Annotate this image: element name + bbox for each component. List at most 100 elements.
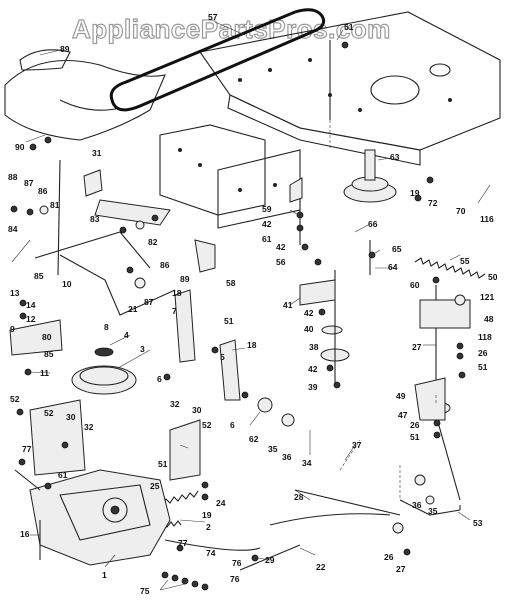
callout: 1: [102, 570, 107, 580]
transaxle: [14, 458, 171, 566]
engine-pulley: [343, 149, 397, 203]
callout: 83: [90, 214, 100, 224]
callout: 22: [316, 562, 326, 572]
callout: 42: [308, 364, 318, 374]
callout: 40: [304, 324, 314, 334]
callout: 118: [478, 332, 492, 342]
callout: 81: [50, 200, 60, 210]
callout: 35: [268, 444, 278, 454]
callout: 70: [456, 206, 466, 216]
callout: 75: [140, 586, 150, 596]
brackets: [9, 169, 471, 481]
callout: 76: [230, 574, 240, 584]
callout: 74: [206, 548, 216, 558]
callout: 38: [309, 342, 319, 352]
callout: 59: [262, 204, 272, 214]
callout: 29: [265, 555, 275, 565]
callout: 18: [247, 340, 257, 350]
callout: 42: [276, 242, 286, 252]
drive-belt: [109, 8, 326, 112]
callout: 12: [26, 314, 36, 324]
callout: 26: [410, 420, 420, 430]
callout: 82: [148, 237, 158, 247]
callout: 65: [392, 244, 402, 254]
callout: 13: [10, 288, 20, 298]
callout: 32: [84, 422, 94, 432]
callout: 37: [352, 440, 362, 450]
callout: 21: [128, 304, 138, 314]
callout: 42: [304, 308, 314, 318]
callout: 51: [224, 316, 234, 326]
callout: 85: [44, 349, 54, 359]
callout: 51: [158, 459, 168, 469]
callout: 61: [262, 234, 272, 244]
callout: 8: [104, 322, 109, 332]
callout: 16: [20, 529, 30, 539]
spring-25: [161, 490, 199, 506]
callout: 11: [40, 368, 49, 378]
callout: 25: [150, 481, 160, 491]
callout: 19: [202, 510, 212, 520]
callout: 34: [302, 458, 312, 468]
callout: 76: [232, 558, 242, 568]
callout: 90: [15, 142, 25, 152]
callout-labels: 57 51 89 90 31 63 19 72 70 116 88 87 86 …: [8, 12, 498, 596]
callout: 32: [170, 399, 180, 409]
callout: 87: [24, 178, 34, 188]
callout: 50: [488, 272, 498, 282]
callout: 24: [216, 498, 226, 508]
callout: 36: [282, 452, 292, 462]
callout: 53: [473, 518, 483, 528]
seat-assembly: [4, 49, 166, 141]
transmission-pulley: [71, 347, 137, 395]
callout: 89: [60, 44, 70, 54]
callout: 84: [8, 224, 18, 234]
callout: 27: [396, 564, 406, 574]
callout: 14: [26, 300, 36, 310]
callout: 41: [283, 300, 293, 310]
callout: 7: [172, 306, 177, 316]
callout: 47: [398, 410, 408, 420]
callout: 86: [160, 260, 170, 270]
spring-55: [414, 257, 486, 279]
callout: 77: [22, 444, 32, 454]
callout: 36: [412, 500, 422, 510]
callout: 9: [10, 324, 15, 334]
callout: 26: [478, 348, 488, 358]
callout: 85: [34, 271, 44, 281]
callout: 35: [428, 506, 438, 516]
callout: 39: [308, 382, 318, 392]
callout: 80: [42, 332, 52, 342]
callout: 66: [368, 219, 378, 229]
callout: 56: [276, 257, 286, 267]
callout: 48: [484, 314, 494, 324]
callout: 55: [460, 256, 470, 266]
callout: 87: [144, 297, 154, 307]
callout: 77: [178, 538, 188, 548]
callout: 49: [396, 391, 406, 401]
callout: 31: [92, 148, 102, 158]
callout: 51: [410, 432, 420, 442]
callout: 6: [230, 420, 235, 430]
callout: 4: [124, 330, 129, 340]
callout: 27: [412, 342, 422, 352]
callout: 88: [8, 172, 18, 182]
callout: 3: [140, 344, 145, 354]
callout: 116: [480, 214, 494, 224]
callout: 26: [384, 552, 394, 562]
leader-lines: [11, 21, 491, 591]
callout: 62: [249, 434, 259, 444]
callout: 42: [262, 219, 272, 229]
callout: 61: [58, 470, 68, 480]
callout: 5: [220, 352, 225, 362]
hardware: [10, 41, 466, 591]
callout: 51: [478, 362, 488, 372]
callout: 10: [62, 279, 72, 289]
callout: 52: [44, 408, 54, 418]
callout: 64: [388, 262, 398, 272]
callout: 28: [294, 492, 304, 502]
callout: 18: [172, 288, 182, 298]
callout: 51: [344, 22, 354, 32]
callout: 57: [208, 12, 218, 22]
callout: 86: [38, 186, 48, 196]
